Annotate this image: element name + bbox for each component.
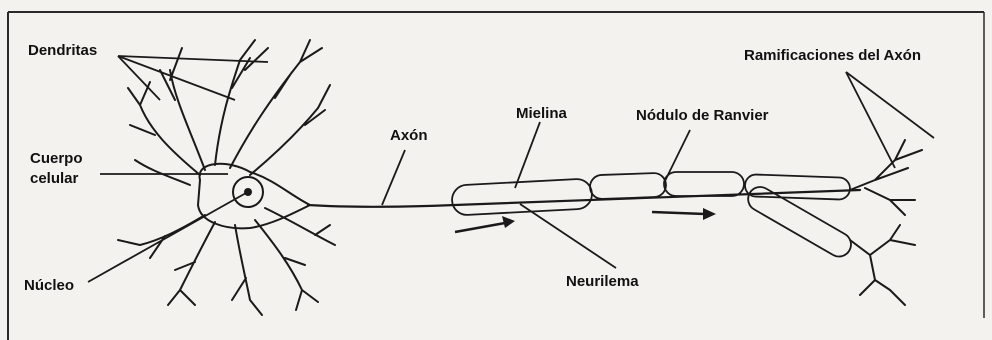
label-cuerpo-line1: Cuerpo — [30, 150, 83, 167]
nucleus — [233, 177, 263, 207]
axon — [308, 190, 860, 207]
impulse-arrows — [455, 208, 716, 232]
label-neurilema: Neurilema — [566, 273, 639, 290]
leader-lines — [88, 56, 934, 282]
label-nucleo: Núcleo — [24, 277, 74, 294]
label-mielina: Mielina — [516, 105, 568, 122]
axon-terminals — [850, 140, 922, 305]
dendrites-upper — [128, 40, 330, 185]
label-dendritas: Dendritas — [28, 42, 97, 59]
label-cuerpo-line2: celular — [30, 170, 79, 187]
dendrites-lower — [118, 208, 335, 315]
label-axon: Axón — [390, 127, 428, 144]
label-nodulo: Nódulo de Ranvier — [636, 107, 769, 124]
myelin-sheath — [451, 172, 855, 261]
label-ramificaciones: Ramificaciones del Axón — [744, 47, 921, 64]
